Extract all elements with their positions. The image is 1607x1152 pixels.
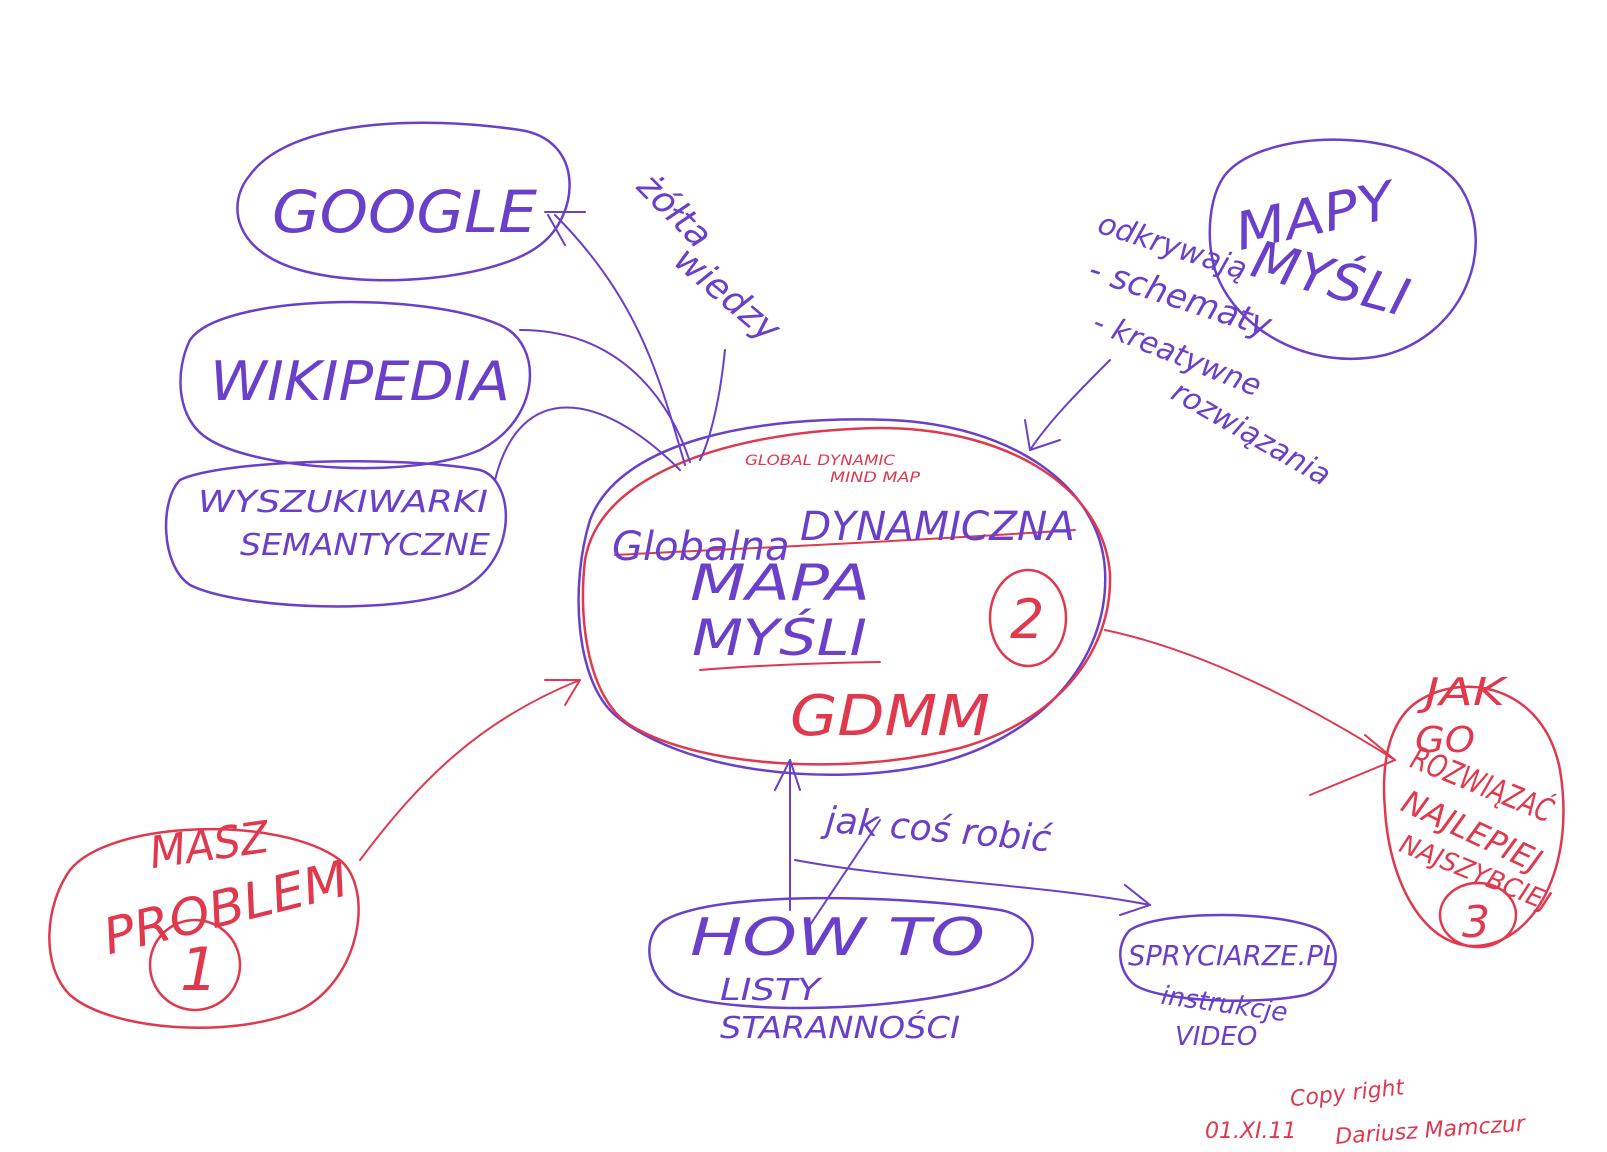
center-line-3: MYŚLI: [692, 608, 867, 667]
how-label-2: GO: [1415, 720, 1475, 761]
semantic-search-bubble: [164, 460, 507, 608]
copyright-author: Dariusz Mamczur: [1334, 1112, 1527, 1150]
problem-number: 1: [180, 935, 218, 1005]
center-struck-word: Globalna: [612, 524, 789, 570]
central-bubble-red: [581, 426, 1112, 766]
wikipedia-bubble: [179, 300, 532, 470]
arrow-google-tip: [544, 211, 586, 246]
center-line-2: MAPA: [690, 554, 870, 612]
center-caption-2: MIND MAP: [830, 470, 921, 486]
how-number-circle: [1438, 881, 1518, 949]
problem-label-1: MASZ: [146, 812, 273, 879]
video-label-2: VIDEO: [1175, 1022, 1257, 1052]
how-to-do-label: jak coś robić: [819, 799, 1054, 860]
copyright-line-1: Copy right: [1289, 1075, 1407, 1112]
center-underline: [699, 661, 881, 671]
mind-maps-bubble: [1208, 138, 1477, 360]
google-label: GOOGLE: [272, 178, 537, 246]
spryciarze-label: SPRYCIARZE.PL: [1128, 939, 1338, 972]
lists-label-2: STARANNOŚCI: [720, 1009, 960, 1046]
how-label-1: JAK: [1416, 670, 1509, 714]
arrow-yellow-knowledge: [699, 349, 726, 461]
howto-bubble: [648, 896, 1034, 1010]
how-number: 3: [1462, 897, 1490, 948]
yellow-knowledge-1: żółta: [628, 165, 720, 257]
center-acronym: GDMM: [790, 684, 990, 749]
wikipedia-label: WIKIPEDIA: [210, 350, 510, 413]
howto-label: HOW TO: [690, 908, 985, 968]
spryciarze-bubble: [1119, 913, 1337, 1002]
arrow-problem-tip: [544, 679, 581, 706]
arrow-problem-to-center: [359, 679, 581, 861]
blue-text: GOOGLE WIKIPEDIA WYSZUKIWARKI SEMANTYCZN…: [198, 165, 1416, 1052]
semantic-label-1: WYSZUKIWARKI: [198, 485, 488, 520]
center-strike-line: [614, 529, 1076, 556]
arrow-howto-tip: [774, 759, 801, 791]
yellow-knowledge-2: wiedzy: [666, 239, 788, 351]
arrow-center-to-how: [1104, 629, 1396, 761]
blue-connectors: [494, 211, 1151, 926]
center-line-1: DYNAMICZNA: [800, 504, 1075, 550]
arrow-mindmaps-to-center: [1029, 359, 1111, 451]
line-howto-diagonal: [809, 819, 881, 926]
arrow-how-tip: [1309, 734, 1396, 796]
semantic-label-2: SEMANTYCZNE: [240, 528, 490, 563]
arrow-center-to-google: [554, 214, 686, 466]
blue-outlines: [164, 121, 1477, 1010]
red-connectors: [359, 529, 1396, 861]
line-howto-to-spryciarze: [794, 859, 1151, 906]
problem-number-circle: [148, 918, 242, 1012]
arrow-center-to-semantic: [494, 406, 681, 481]
problem-bubble: [48, 827, 360, 1029]
center-number: 2: [1010, 588, 1044, 651]
lists-label-1: LISTY: [720, 973, 823, 1008]
arrow-spryciarze-tip: [1119, 884, 1151, 916]
central-bubble-blue: [577, 418, 1107, 776]
red-outlines: [48, 426, 1565, 1029]
arrow-mindmaps-tip: [1024, 419, 1061, 451]
arrow-center-to-wikipedia: [519, 329, 691, 463]
center-caption-1: GLOBAL DYNAMIC: [745, 453, 895, 469]
copyright-date: 01.XI.11: [1205, 1119, 1297, 1144]
google-bubble: [236, 121, 571, 282]
center-number-circle: [988, 568, 1068, 668]
